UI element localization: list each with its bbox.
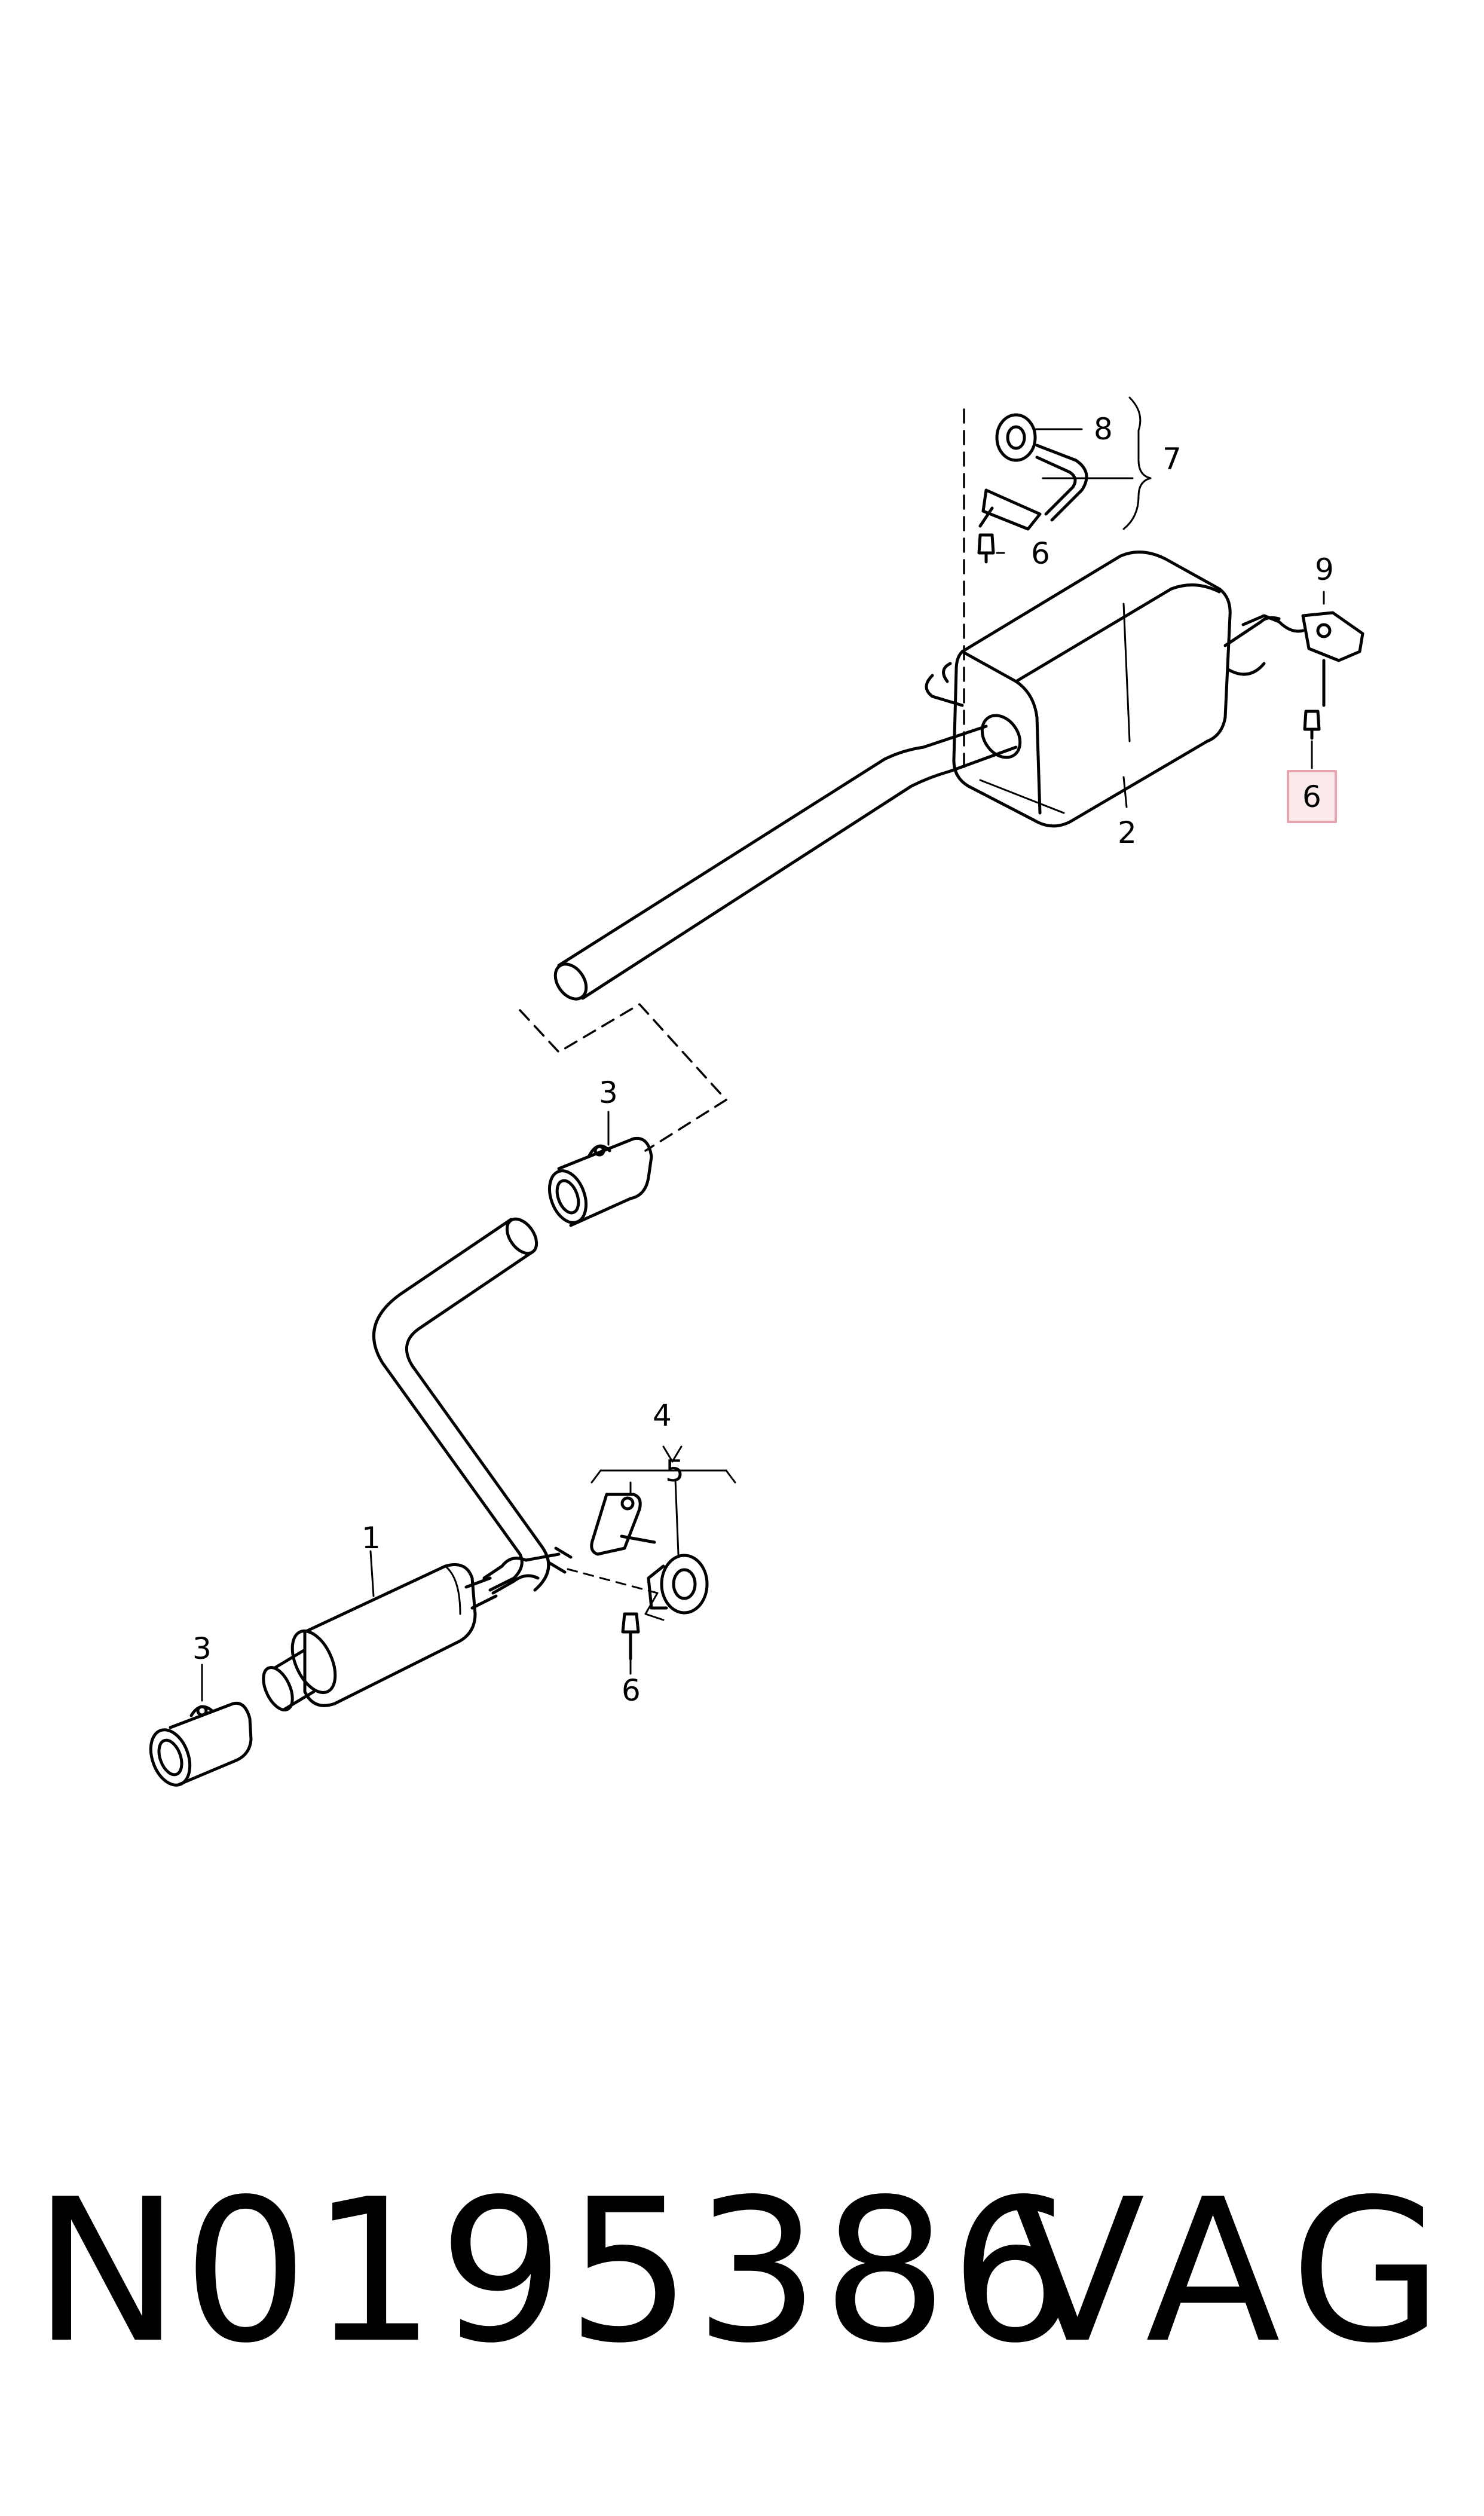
callout-6-bracket: 6 [622,1673,641,1708]
callout-1: 1 [362,1521,381,1555]
assembly-dashed-line [519,408,965,1152]
callout-labels: 1 2 3 3 4 5 6 6 6 7 8 9 [192,412,1334,1708]
callout-8: 8 [1094,412,1113,447]
rear-silencer [925,551,1281,828]
connecting-pipe [553,714,1022,1001]
callout-leaders [201,396,1325,1702]
callout-4: 4 [653,1398,672,1433]
clamp-upper [548,1136,653,1227]
part-number: N0195386 [33,2157,1078,2386]
callout-3-upper: 3 [599,1075,618,1110]
brand-name: VAG [1010,2157,1457,2386]
callout-6-rear: 6 [1302,779,1321,814]
front-pipe [372,1217,573,1595]
front-silencer [262,1563,498,1711]
upper-hanger [977,413,1088,564]
bracket-assembly [567,1493,709,1661]
rear-hanger [1241,611,1364,740]
clamp-lower [149,1701,253,1787]
callout-9: 9 [1315,552,1334,587]
callout-2: 2 [1118,815,1137,850]
callout-6-hanger: 6 [1031,536,1050,571]
callout-6-highlight [1287,770,1337,823]
callout-5: 5 [665,1454,684,1488]
callout-7: 7 [1162,442,1182,476]
callout-3-lower: 3 [192,1631,212,1666]
